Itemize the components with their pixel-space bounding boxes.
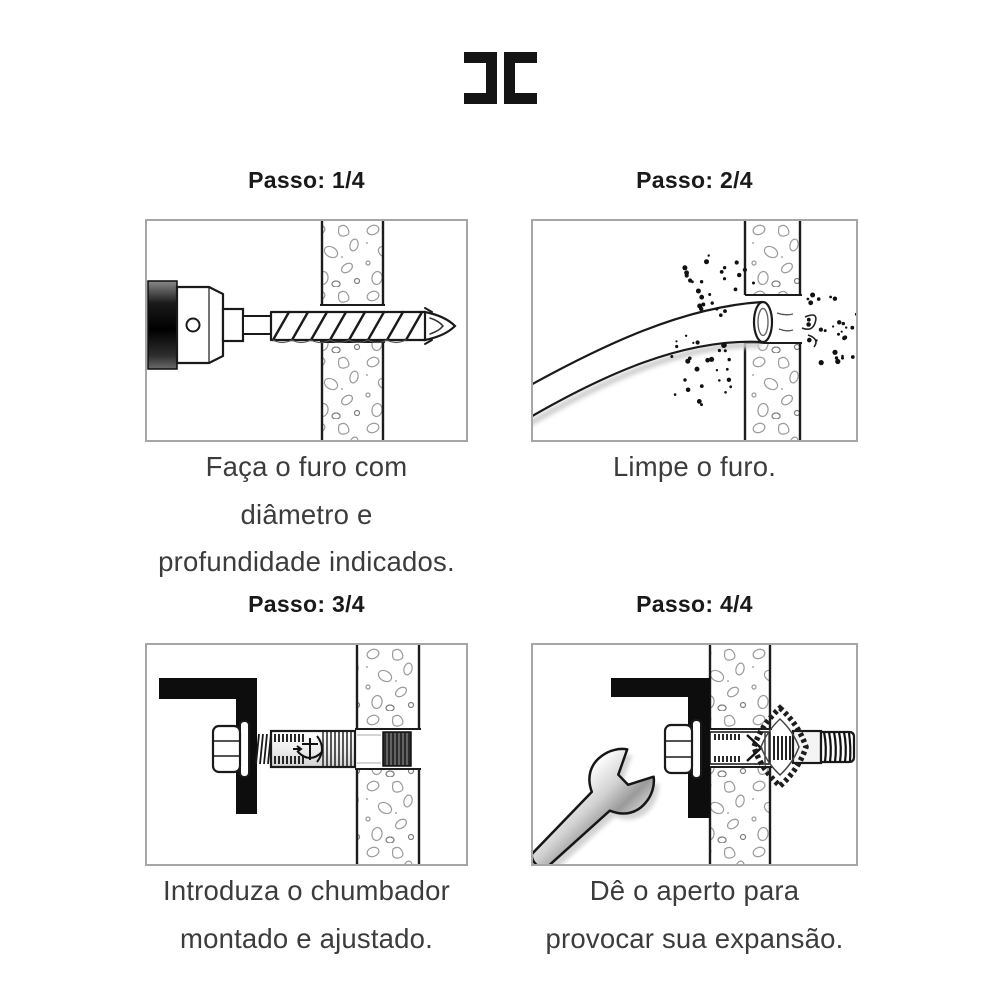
caption-line: Introduza o chumbador	[162, 875, 450, 906]
caption-line: Faça o furo com	[205, 451, 408, 482]
step-1-caption: Faça o furo com diâmetro e profundidade …	[120, 443, 493, 586]
dust-particles	[670, 254, 856, 407]
step-3-caption: Introduza o chumbador montado e ajustado…	[120, 867, 493, 962]
anchor-logo	[293, 735, 323, 763]
hose-icon	[533, 300, 774, 426]
step-4-panel	[531, 643, 858, 866]
caption-line: diâmetro e	[240, 498, 373, 530]
step-4-title: Passo: 4/4	[636, 591, 753, 617]
threaded-end-in-hole	[382, 731, 412, 767]
expansion-sleeve	[269, 729, 357, 769]
expansion-burst	[751, 704, 809, 790]
step-4-caption: Dê o aperto para provocar sua expansão.	[521, 867, 868, 962]
caption-line: Limpe o furo.	[612, 451, 777, 482]
double-c-brackets-icon	[464, 52, 537, 104]
anchor-insert-illustration	[159, 645, 421, 864]
drill-illustration	[147, 221, 457, 440]
drill-icon	[147, 280, 457, 370]
step-1-panel	[145, 219, 468, 442]
caption-line: montado e ajustado.	[179, 922, 433, 954]
tightening-illustration	[533, 645, 856, 864]
caption-line: profundidade indicados.	[158, 546, 455, 577]
threaded-stud	[819, 730, 856, 764]
step-3-title: Passo: 3/4	[248, 591, 365, 617]
cleaning-illustration	[533, 221, 856, 440]
step-2-caption: Limpe o furo.	[521, 443, 868, 491]
hex-nut	[663, 723, 694, 775]
step-2-panel	[531, 219, 858, 442]
wall-texture	[355, 645, 421, 864]
anchor-bolt-icon	[663, 704, 856, 790]
brand-logo	[464, 52, 538, 104]
step-2-title: Passo: 2/4	[636, 167, 753, 193]
caption-line: provocar sua expansão.	[545, 922, 844, 954]
hex-nut	[211, 724, 242, 774]
drill-bit	[269, 307, 457, 345]
caption-line: Dê o aperto para	[589, 875, 800, 906]
anchor-bolt-icon	[211, 720, 357, 778]
wrench-icon	[533, 738, 668, 864]
step-1-title: Passo: 1/4	[248, 167, 365, 193]
step-3-panel	[145, 643, 468, 866]
